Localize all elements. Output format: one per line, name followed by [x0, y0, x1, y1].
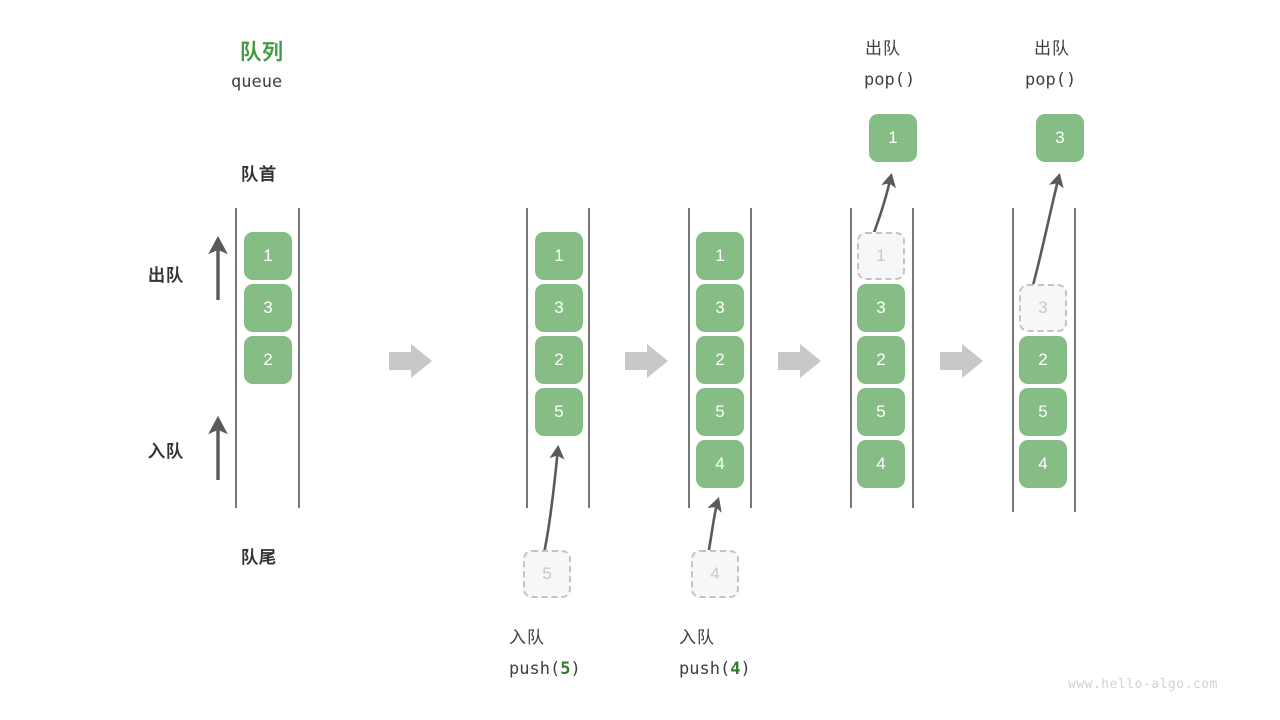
push-code-suffix: ) [740, 659, 751, 679]
rail-group-col3 [688, 208, 752, 508]
step-arrow-1 [389, 344, 432, 378]
queue-cell: 3 [857, 284, 905, 332]
queue-cell: 1 [696, 232, 744, 280]
popped-ghost-cell-3: 3 [1019, 284, 1067, 332]
push-caption-cn-col3: 入队 [679, 628, 715, 647]
rail-group-col2 [526, 208, 590, 508]
queue-cell: 3 [244, 284, 292, 332]
rail-group-col5 [1012, 208, 1076, 512]
pop-caption-cn-col4: 出队 [865, 39, 901, 58]
push-code-prefix: push( [509, 659, 561, 679]
queue-cell: 4 [696, 440, 744, 488]
queue-cell: 2 [696, 336, 744, 384]
outgoing-cell-3: 3 [1036, 114, 1084, 162]
queue-cell: 4 [857, 440, 905, 488]
queue-cell: 5 [1019, 388, 1067, 436]
queue-cell: 1 [535, 232, 583, 280]
pop-caption-code-col5: pop() [1025, 70, 1077, 90]
step-arrow-3 [778, 344, 821, 378]
push-caption-code-col2: push(5) [509, 659, 581, 679]
queue-front-label: 队首 [241, 165, 277, 184]
queue-cell: 3 [696, 284, 744, 332]
diagram-title-cn: 队列 [240, 41, 284, 64]
popped-ghost-cell-1: 1 [857, 232, 905, 280]
rail-group-col4 [850, 208, 914, 508]
enqueue-side-label: 入队 [148, 442, 184, 461]
step-arrow-4 [940, 344, 983, 378]
push-code-number: 4 [730, 659, 741, 679]
incoming-cell-4: 4 [691, 550, 739, 598]
pop-arrow-3 [1027, 172, 1064, 301]
push-caption-cn-col2: 入队 [509, 628, 545, 647]
queue-cell: 1 [244, 232, 292, 280]
queue-cell: 2 [857, 336, 905, 384]
rail-group-col1 [235, 208, 300, 508]
step-arrow-2 [625, 344, 668, 378]
dequeue-side-label: 出队 [148, 266, 184, 285]
pop-caption-code-col4: pop() [864, 70, 916, 90]
queue-cell: 2 [1019, 336, 1067, 384]
push-code-prefix: push( [679, 659, 731, 679]
queue-cell: 5 [857, 388, 905, 436]
queue-cell: 5 [696, 388, 744, 436]
push-code-suffix: ) [570, 659, 581, 679]
push-caption-code-col3: push(4) [679, 659, 751, 679]
queue-cell: 2 [244, 336, 292, 384]
queue-cell: 2 [535, 336, 583, 384]
queue-cell: 5 [535, 388, 583, 436]
queue-cell: 3 [535, 284, 583, 332]
diagram-title-en: queue [231, 72, 283, 92]
incoming-cell-5: 5 [523, 550, 571, 598]
queue-cell: 4 [1019, 440, 1067, 488]
push-code-number: 5 [560, 659, 571, 679]
push-arrow-5 [539, 444, 565, 567]
pop-caption-cn-col5: 出队 [1034, 39, 1070, 58]
site-watermark: www.hello-algo.com [1068, 677, 1218, 692]
outgoing-cell-1: 1 [869, 114, 917, 162]
queue-rear-label: 队尾 [241, 548, 277, 567]
